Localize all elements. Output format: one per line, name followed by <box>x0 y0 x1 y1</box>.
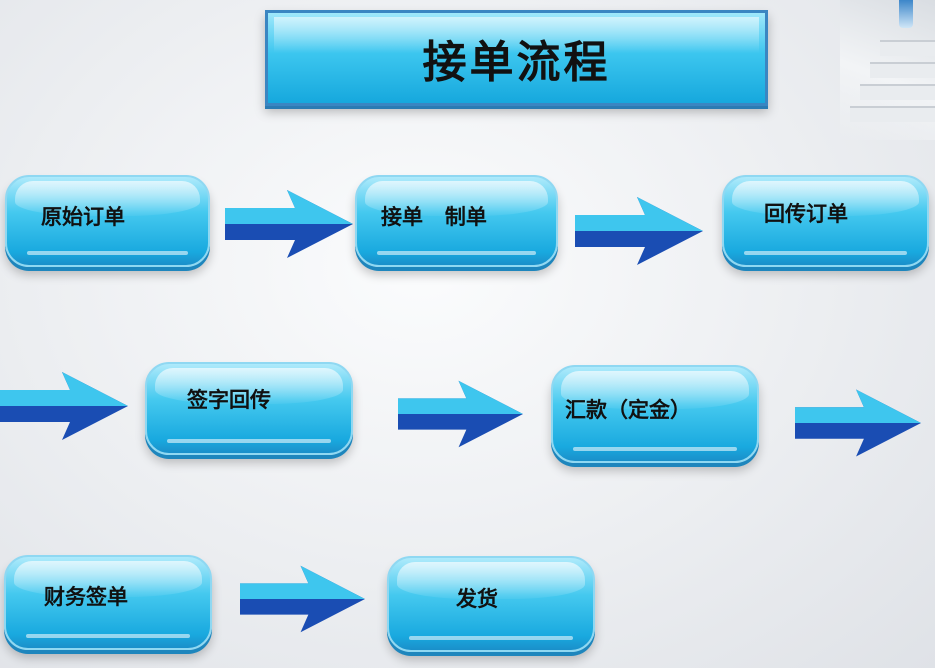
flow-arrow-icon <box>575 197 703 265</box>
step-box-sign-return[interactable]: 签字回传 <box>145 362 353 455</box>
step-box-finance-sign[interactable]: 财务签单 <box>4 555 212 650</box>
step-label: 回传订单 <box>764 202 848 226</box>
step-label: 发货 <box>456 587 498 611</box>
step-box-ship[interactable]: 发货 <box>387 556 595 652</box>
stairs-light <box>899 0 913 28</box>
step-box-original-order[interactable]: 原始订单 <box>5 175 210 267</box>
step-box-remittance-deposit[interactable]: 汇款（定金） <box>551 365 759 463</box>
flow-arrow-icon <box>240 565 365 633</box>
page-title: 接单流程 <box>422 37 611 88</box>
stairs-decoration <box>840 0 935 140</box>
stair-step <box>870 62 935 78</box>
step-box-return-order[interactable]: 回传订单 <box>722 175 929 267</box>
stair-step <box>860 84 935 100</box>
stair-step <box>880 40 935 56</box>
step-label: 汇款（定金） <box>565 398 691 422</box>
step-label: 接单 制单 <box>381 205 487 229</box>
step-box-receive-order[interactable]: 接单 制单 <box>355 175 558 267</box>
flow-arrow-icon <box>398 380 523 448</box>
stair-step <box>850 106 935 122</box>
flow-arrow-icon <box>795 389 921 457</box>
title-banner: 接单流程 <box>265 10 768 106</box>
flow-arrow-icon <box>0 372 128 440</box>
step-label: 签字回传 <box>187 388 271 412</box>
flow-arrow-icon <box>225 190 353 258</box>
step-label: 原始订单 <box>41 205 125 229</box>
step-label: 财务签单 <box>44 585 128 609</box>
